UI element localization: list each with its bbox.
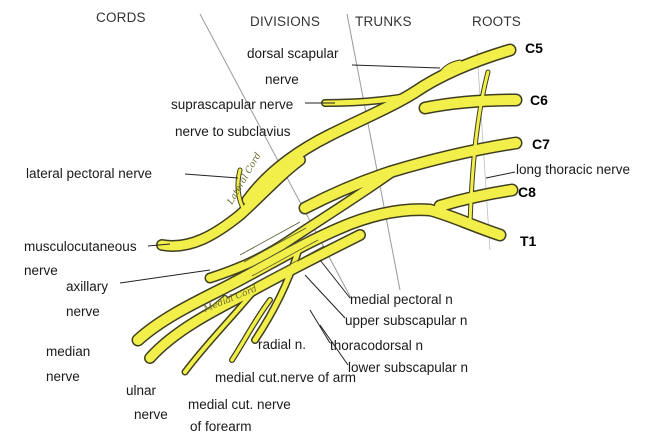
root-c5: C5 — [525, 40, 543, 56]
label-medial-pectoral: medial pectoral n — [350, 292, 453, 308]
leader-thoracodorsal — [310, 310, 330, 343]
divisions-trunks-divider — [347, 14, 400, 290]
cords-header: CORDS — [96, 10, 146, 26]
root-t1: T1 — [520, 233, 536, 249]
label-radial: radial n. — [258, 337, 306, 353]
label-median: median — [46, 344, 90, 360]
label-median-2: nerve — [46, 369, 80, 385]
label-thoracodorsal: thoracodorsal n — [330, 338, 423, 354]
root-c7: C7 — [532, 136, 550, 152]
leader-dorsal-scapular — [352, 65, 440, 68]
root-c6: C6 — [530, 92, 548, 108]
label-axillary: axillary — [66, 279, 108, 295]
label-medial-cut-forearm-2: of forearm — [190, 419, 252, 435]
label-medial-cut-forearm: medial cut. nerve — [188, 397, 291, 413]
leader-medial-pectoral — [320, 260, 350, 298]
leader-axillary — [120, 270, 210, 283]
label-lateral-pectoral: lateral pectoral nerve — [26, 166, 152, 182]
label-ulnar-2: nerve — [134, 407, 168, 423]
root-c8: C8 — [518, 184, 536, 200]
label-musculocutaneous: musculocutaneous — [24, 239, 137, 255]
roots-header: ROOTS — [472, 14, 521, 30]
label-suprascapular: suprascapular nerve — [171, 97, 293, 113]
label-long-thoracic: long thoracic nerve — [516, 162, 630, 178]
divisions-header: DIVISIONS — [250, 14, 320, 30]
label-axillary-2: nerve — [66, 304, 100, 320]
trunks-header: TRUNKS — [355, 14, 412, 30]
label-dorsal-scapular: dorsal scapular — [247, 46, 339, 62]
label-ulnar: ulnar — [126, 383, 156, 399]
label-upper-subscapular: upper subscapular n — [345, 313, 467, 329]
label-musculocutaneous-2: nerve — [24, 263, 58, 279]
label-lower-subscapular: lower subscapular n — [348, 360, 468, 376]
label-medial-cut-arm: medial cut.nerve of arm — [215, 370, 356, 386]
label-dorsal-scapular-2: nerve — [265, 72, 299, 88]
label-subclavius: nerve to subclavius — [175, 124, 291, 140]
leader-long-thoracic — [486, 172, 515, 178]
leader-lateral-pectoral — [185, 174, 238, 178]
